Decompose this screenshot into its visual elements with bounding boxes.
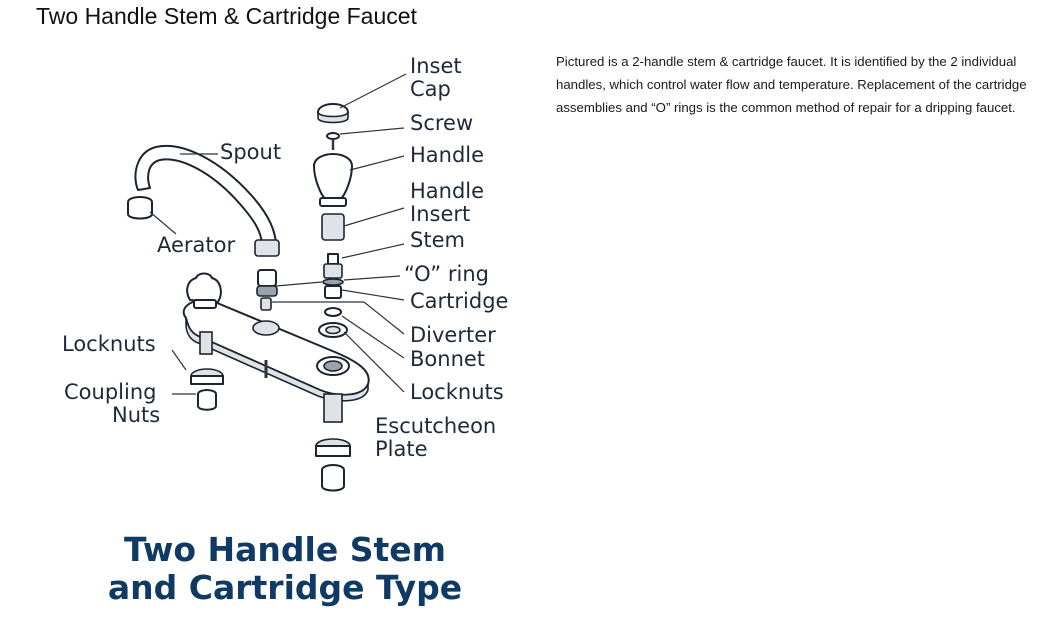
handle-base-shape (319, 197, 347, 207)
label-inset-cap-line2: Cap (410, 77, 451, 101)
screw-head-shape (326, 132, 340, 140)
label-escutcheon-line1: Escutcheon (375, 414, 496, 438)
bonnet-top-shape (324, 307, 342, 317)
spout-collar-shape (254, 239, 280, 257)
aerator-body-shape (127, 202, 153, 220)
plate-hole-right-inner-shape (323, 360, 343, 372)
label-aerator: Aerator (157, 233, 236, 257)
label-bonnet: Bonnet (410, 347, 485, 371)
left-coupling-body-shape (197, 394, 217, 411)
label-coupling-nuts-line2: Nuts (112, 403, 160, 427)
diagram-labels: Inset Cap Screw Handle Handle Insert Ste… (62, 54, 508, 461)
right-coupling-body-shape (321, 470, 345, 492)
inset-cap-side-shape (317, 111, 349, 124)
label-handle-insert-line1: Handle (410, 179, 484, 203)
o-ring-shape (322, 278, 344, 286)
diagram-caption-line2: and Cartridge Type (108, 568, 462, 607)
right-locknut-body-shape (315, 445, 351, 457)
label-coupling-nuts-line1: Coupling (64, 380, 156, 404)
stem-body-shape (323, 263, 343, 279)
label-handle: Handle (410, 143, 484, 167)
label-spout: Spout (220, 140, 281, 164)
label-inset-cap-line1: Inset (410, 54, 462, 78)
faucet-exploded-diagram: Inset Cap Screw Handle Handle Insert Ste… (62, 54, 508, 607)
label-stem: Stem (410, 228, 465, 252)
label-screw: Screw (410, 111, 473, 135)
label-diverter: Diverter (410, 323, 496, 347)
stem-shape (327, 253, 339, 265)
left-locknut-body-shape (190, 375, 224, 385)
left-handle-base-shape (193, 299, 217, 309)
faucet-illustration (127, 103, 370, 492)
bonnet-ring-inner-shape (325, 325, 341, 335)
diagram-caption-line1: Two Handle Stem (124, 530, 446, 569)
label-o-ring: “O” ring (404, 262, 489, 286)
label-escutcheon-line2: Plate (375, 437, 428, 461)
right-shank-shape (323, 393, 343, 423)
label-handle-insert-line2: Insert (410, 202, 470, 226)
label-locknuts-right: Locknuts (410, 380, 504, 404)
faucet-description: Pictured is a 2-handle stem & cartridge … (556, 54, 1027, 115)
plate-hole-center-shape (252, 320, 280, 336)
cartridge-shape (324, 285, 342, 299)
spout-ring-shape (256, 285, 278, 297)
left-handle-shape (186, 272, 222, 303)
label-locknuts-left: Locknuts (62, 332, 156, 356)
label-cartridge: Cartridge (410, 289, 508, 313)
diverter-shape (260, 297, 272, 311)
leader-lines (149, 73, 407, 395)
handle-insert-shape (321, 213, 345, 241)
left-shank-shape (199, 331, 213, 355)
escutcheon-edge-shape (185, 317, 369, 402)
handle-shape (313, 153, 353, 201)
spout-base-shape (257, 269, 277, 287)
page-title: Two Handle Stem & Cartridge Faucet (36, 3, 417, 29)
